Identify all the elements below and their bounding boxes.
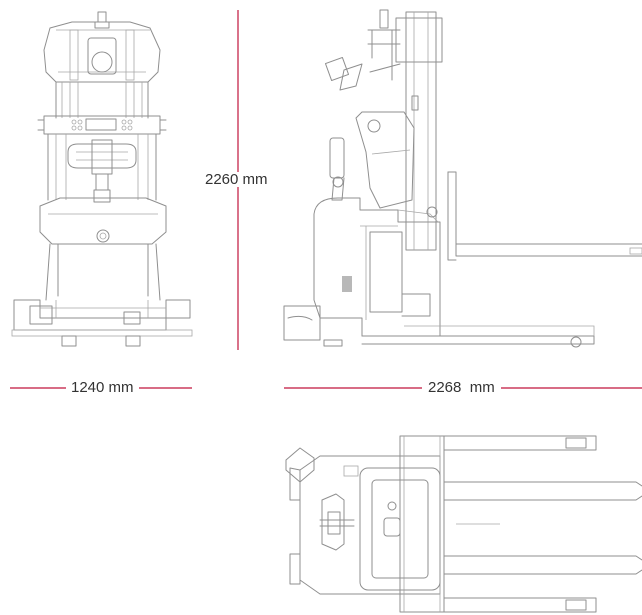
- height-dimension-label: 2260 mm: [203, 171, 270, 188]
- side-view: [283, 9, 642, 348]
- top-view: [285, 435, 642, 613]
- dimension-lines: [10, 10, 642, 389]
- length-dimension-label: 2268 mm: [422, 380, 501, 395]
- front-view: [11, 11, 193, 347]
- width-dimension-label: 1240 mm: [66, 380, 139, 395]
